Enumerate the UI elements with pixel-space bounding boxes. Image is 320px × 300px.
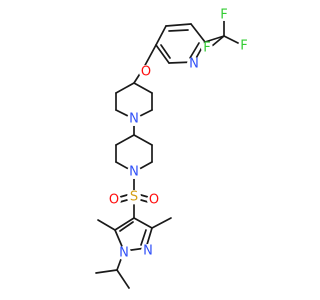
bond [189, 42, 200, 59]
atom-n-piperidine-bottom: N [127, 165, 141, 180]
bond [133, 82, 153, 94]
bond [168, 29, 189, 32]
atom-f-top: F [218, 8, 230, 23]
bond [151, 217, 172, 229]
bond [223, 35, 241, 45]
atom-s-sulfonyl: S [127, 190, 141, 205]
bond [190, 23, 206, 43]
bond [119, 194, 128, 198]
atom-o-sulfonyl-right: O [147, 193, 161, 208]
bond [142, 44, 157, 70]
bond [204, 35, 225, 43]
molecule-drawing: F F F O N N N S O O N N [95, 7, 250, 289]
bond [114, 217, 135, 231]
atom-label: N [129, 165, 139, 180]
atom-n-pyrazole-2: N [141, 244, 155, 259]
bond [155, 25, 167, 46]
bond [115, 134, 135, 146]
atom-n-pyrazole-1: N [117, 246, 131, 261]
bond [133, 134, 153, 146]
atom-label: S [130, 190, 138, 205]
atom-o-ether: O [139, 65, 153, 80]
bond [211, 35, 225, 47]
molecule-structure: F F F O N N N S O O N N [95, 7, 250, 289]
atom-label: N [143, 244, 153, 259]
bond [140, 229, 147, 246]
atom-label: O [109, 193, 119, 208]
bond [140, 199, 149, 203]
atom-label: F [220, 8, 227, 23]
atom-label: F [240, 39, 247, 54]
atom-f-right: F [238, 39, 250, 54]
bond [97, 219, 116, 231]
bond [140, 194, 149, 198]
atom-label: O [141, 65, 151, 80]
atom-label: F [203, 41, 210, 56]
bond [119, 221, 134, 232]
bond [95, 269, 118, 274]
atom-f-left: F [201, 41, 213, 56]
bond [165, 23, 192, 27]
atom-n-pyridine: N [187, 57, 201, 72]
bond [119, 199, 128, 203]
bond [160, 44, 171, 59]
bond [115, 82, 135, 94]
bond [133, 217, 153, 229]
bond [116, 269, 130, 289]
atom-o-sulfonyl-left: O [107, 193, 121, 208]
atom-label: N [129, 112, 139, 127]
bond [155, 44, 170, 64]
atom-label: N [189, 57, 199, 72]
atom-label: O [149, 193, 159, 208]
atom-label: N [119, 246, 129, 261]
atom-n-piperidine-top: N [127, 112, 141, 127]
